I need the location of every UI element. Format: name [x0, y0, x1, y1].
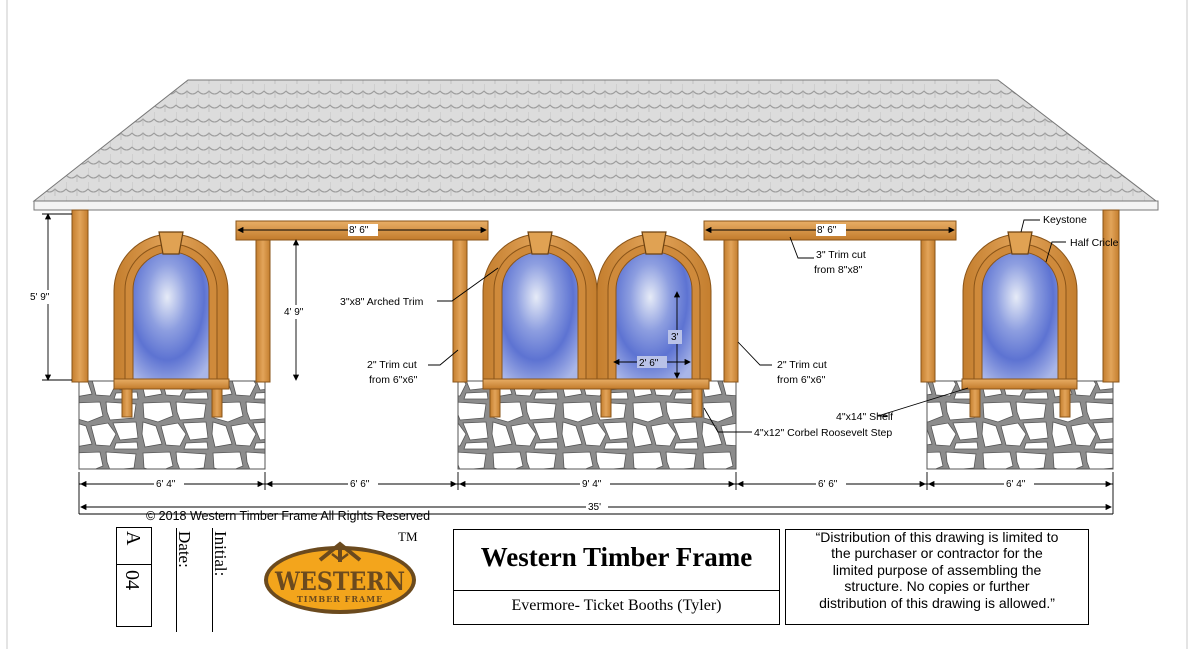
dimension-labels: 5' 9" 4' 9" 8' 6" 8' 6" 3' 2' 6" 6' 4" 6… — [28, 224, 1034, 513]
dim-bottom-2: 6' 6" — [350, 479, 370, 490]
corbel — [489, 388, 501, 418]
dim-overall-height: 5' 9" — [30, 292, 50, 303]
distribution-line: structure. No copies or further — [844, 578, 1030, 595]
corbels — [121, 388, 1071, 418]
post-far-left — [71, 209, 89, 383]
distribution-line: the purchaser or contractor for the — [831, 545, 1043, 562]
stone-base-right — [926, 380, 1114, 470]
dim-beam-left: 8' 6" — [349, 225, 369, 236]
dim-bottom-4: 6' 6" — [818, 479, 838, 490]
callout-half-circle: Half Cricle — [1070, 237, 1119, 249]
shelf-right — [961, 378, 1078, 390]
callout-leaders — [428, 219, 1066, 433]
distribution-line: limited purpose of assembling the — [832, 561, 1042, 578]
arched-window — [113, 231, 229, 382]
sheet-number: 04 — [121, 570, 143, 590]
stone-base-center — [457, 380, 737, 470]
callout-corbel: 4"x12" Corbel Roosevelt Step — [754, 427, 892, 439]
callout-beam-trim-1: 3" Trim cut — [816, 249, 866, 261]
project-name: Evermore- Ticket Booths (Tyler) — [511, 597, 722, 614]
dim-opening-height: 4' 9" — [284, 307, 304, 318]
keystone — [527, 231, 553, 255]
trademark-symbol: TM — [398, 529, 418, 544]
dim-bottom-1: 6' 4" — [156, 479, 176, 490]
window-glass — [132, 251, 210, 382]
dim-bottom-5: 6' 4" — [1006, 479, 1026, 490]
callout-trim-right-1: 2" Trim cut — [777, 359, 827, 371]
arched-window — [962, 231, 1078, 382]
post-left-opening-1 — [255, 239, 271, 383]
distribution-line: “Distribution of this drawing is limited… — [815, 529, 1059, 545]
corbel — [600, 388, 612, 418]
distribution-notice-box — [785, 529, 1089, 625]
posts — [71, 209, 1120, 383]
sheet-id-divider — [116, 564, 152, 565]
corbel — [1059, 388, 1071, 418]
distribution-line: distribution of this drawing is allowed.… — [819, 594, 1055, 611]
window-glass — [501, 251, 579, 382]
dim-beam-right: 8' 6" — [817, 225, 837, 236]
arched-window — [482, 231, 598, 382]
keystone — [1007, 231, 1033, 255]
corbel — [969, 388, 981, 418]
callout-labels: 3"x8" Arched Trim 2" Trim cut from 6"x6"… — [340, 214, 1119, 439]
post-right-opening-2 — [920, 239, 936, 383]
corbel — [211, 388, 223, 418]
keystone — [158, 231, 184, 255]
dim-bottom-3: 9' 4" — [582, 479, 602, 490]
initial-field-line — [212, 528, 213, 632]
copyright-notice: © 2018 Western Timber Frame All Rights R… — [146, 509, 431, 523]
title-box — [453, 529, 780, 625]
post-right-opening-1 — [723, 239, 739, 383]
dim-window-height: 3' — [671, 332, 679, 343]
initial-label: Initial: — [211, 531, 230, 577]
stone-base-left — [78, 380, 266, 470]
dim-window-width: 2' 6" — [639, 358, 659, 369]
sheet-id-box — [116, 527, 152, 627]
callout-keystone: Keystone — [1043, 214, 1087, 226]
logo-subtitle: TIMBER FRAME — [297, 594, 383, 604]
roof — [32, 79, 1159, 211]
callout-shelf: 4"x14" Shelf — [836, 411, 893, 423]
shelves — [113, 378, 1078, 390]
post-far-right — [1102, 209, 1120, 383]
callout-arched-trim: 3"x8" Arched Trim — [340, 296, 424, 308]
distribution-notice: “Distribution of this drawing is limited… — [787, 529, 1087, 611]
callout-beam-trim-2: from 8"x8" — [814, 264, 863, 276]
post-left-opening-2 — [452, 239, 468, 383]
shelf-center — [482, 378, 710, 390]
keystone — [641, 231, 667, 255]
dim-overall-width: 35' — [588, 502, 601, 513]
company-name: Western Timber Frame — [480, 542, 753, 572]
callout-trim-right-2: from 6"x6" — [777, 374, 826, 386]
sheet-letter: A — [122, 531, 144, 546]
corbel — [121, 388, 133, 418]
callout-trim-left-1: 2" Trim cut — [367, 359, 417, 371]
date-field-line — [176, 528, 177, 632]
title-divider — [453, 590, 780, 591]
logo-wordmark: WESTERN — [274, 567, 405, 596]
callout-trim-left-2: from 6"x6" — [369, 374, 418, 386]
beams — [235, 220, 957, 241]
western-timber-frame-logo: WESTERN TIMBER FRAME — [264, 541, 416, 614]
shelf-left — [113, 378, 230, 390]
window-glass — [981, 251, 1059, 382]
date-label: Date: — [175, 531, 194, 568]
corbel — [691, 388, 703, 418]
arched-windows — [113, 231, 1078, 382]
stone-bases — [78, 380, 1114, 470]
